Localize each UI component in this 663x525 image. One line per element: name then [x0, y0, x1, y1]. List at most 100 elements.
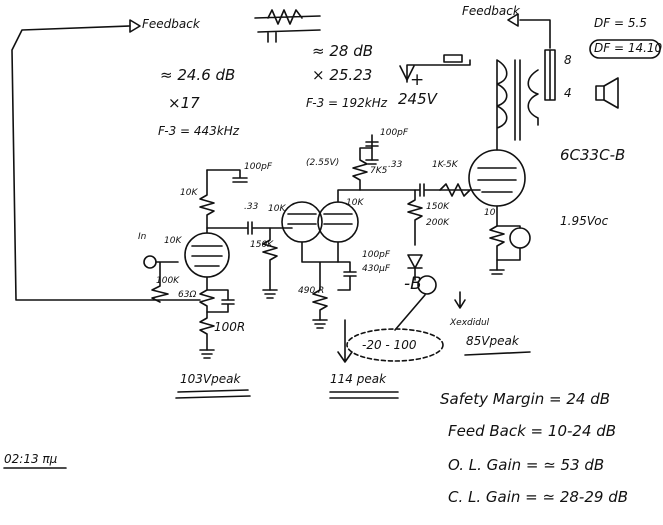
output-transformer-secondary	[527, 69, 539, 126]
feedback-wire-left	[11, 25, 201, 301]
underline-114	[329, 391, 399, 399]
feedback-wire-right	[519, 19, 551, 49]
summary-safety-margin: Safety Margin = 24 dB	[440, 390, 611, 408]
tap-8-label: 8	[564, 53, 572, 67]
v1-cathode	[199, 276, 215, 351]
feedback-left-label: Feedback	[142, 17, 200, 31]
cap-100pf-left: 100pF	[244, 162, 273, 172]
neg-range-pointer	[394, 294, 426, 331]
coupling-cap-1	[206, 221, 293, 235]
coupling-cap-2	[359, 183, 471, 197]
stage1-gain-x: ×17	[168, 94, 200, 112]
r-10k-b: 10K	[164, 236, 182, 246]
summary-feedback: Feed Back = 10-24 dB	[448, 422, 617, 440]
v2-bypass-cap	[337, 261, 357, 291]
input-label: In	[138, 232, 147, 242]
r-150k-a: 150K	[250, 240, 274, 250]
df-box-label: DF = 14.10	[594, 41, 663, 55]
v-bias: 1.95Voc	[560, 214, 609, 228]
v-114-label: 114 peak	[330, 372, 387, 386]
b-plus-arrow	[399, 65, 415, 81]
bias-meter-wires	[496, 225, 521, 261]
speaker-box	[595, 85, 605, 101]
tap-4-label: 4	[564, 86, 572, 100]
r-200k: 200K	[426, 218, 450, 228]
b-plus-voltage: 245V	[398, 90, 437, 108]
summary-open-loop-gain: O. L. Gain = ≃ 53 dB	[448, 456, 605, 474]
r-63ohm: 63Ω	[178, 290, 197, 300]
neg-range-label: -20 - 100	[362, 338, 417, 352]
input-wire	[151, 261, 179, 303]
tube-v2b	[317, 201, 359, 243]
output-transformer-primary	[496, 59, 508, 151]
cap-100pf-mid: 100pF	[362, 250, 391, 260]
tube-v1-internals	[191, 245, 223, 267]
bias-meter	[509, 227, 531, 249]
rc-symbol-top	[254, 9, 321, 43]
time-stamp: 02:13 πμ	[4, 452, 58, 466]
v2-supply-cap	[365, 134, 379, 161]
tube-v1	[184, 232, 230, 278]
grid-resistor-2	[262, 227, 278, 291]
stage2-f3: F-3 = 192kHz	[306, 96, 388, 110]
stage2-gain-db: ≈ 28 dB	[312, 42, 374, 60]
neg-b-node	[417, 275, 437, 295]
output-cathode	[489, 205, 505, 271]
c-33-a: .33	[244, 202, 259, 212]
speaker-taps	[544, 49, 556, 101]
ground-5	[489, 269, 505, 275]
tube-output-internals	[477, 167, 517, 193]
summary-closed-loop-gain: C. L. Gain = ≃ 28-29 dB	[448, 488, 628, 506]
tube-v2a	[281, 201, 323, 243]
feedback-arrow-left	[129, 19, 141, 33]
v-85-label: 85Vpeak	[466, 334, 519, 348]
df-box	[589, 39, 661, 59]
b-plus-sign: +	[410, 70, 425, 90]
v-103-label: 103Vpeak	[180, 372, 241, 386]
r-10k-c: 10K	[268, 204, 286, 214]
r-10k-a: 10K	[180, 188, 198, 198]
v1-bypass-cap	[206, 289, 235, 313]
v1-plate-load	[199, 169, 215, 234]
feedback-right-label: Feedback	[462, 4, 520, 18]
v-85-sub: Xexdidul	[450, 318, 490, 328]
tube-v2-internals	[287, 213, 353, 225]
r-10: 10	[484, 208, 496, 218]
neg-b-label: -B	[404, 274, 422, 294]
r-490r: 490 R	[298, 286, 325, 296]
v-2-55: (2.55V)	[306, 158, 340, 168]
ground-2	[262, 289, 278, 299]
neg-range-ellipse	[346, 328, 444, 362]
tube-name: 6C33C-B	[560, 146, 626, 164]
r-100k: 100K	[156, 276, 180, 286]
stage1-gain-db: ≈ 24.6 dB	[160, 66, 236, 84]
ground-v1	[199, 349, 215, 359]
grid-stopper	[439, 183, 481, 197]
r-10k-d: 10K	[346, 198, 364, 208]
feedback-arrow-right	[507, 13, 519, 27]
v2-plate-load	[337, 147, 373, 203]
r-150k-b: 150K	[426, 202, 450, 212]
ground-4	[365, 159, 379, 165]
r-7k5: 7K5	[370, 166, 388, 176]
c-430uf: 430μF	[362, 264, 391, 274]
input-jack	[143, 255, 157, 269]
cap-100pf-top: 100pF	[380, 128, 409, 138]
stage2-gain-x: × 25.23	[312, 66, 373, 84]
speaker-cone	[603, 77, 619, 109]
peak-arrow-85	[454, 291, 466, 309]
df-top-label: DF = 5.5	[594, 16, 647, 30]
v1-supply-cap	[206, 169, 248, 183]
neg-b-diode	[407, 254, 423, 281]
r-100r: 100R	[214, 320, 246, 334]
tube-output	[468, 149, 526, 207]
underline-85	[464, 351, 531, 356]
bias-resistor	[407, 189, 423, 246]
peak-arrow-114	[337, 319, 353, 363]
v2-cathode	[301, 241, 339, 321]
ground-3	[312, 319, 328, 329]
underline-103	[175, 389, 251, 399]
c-33-b: .33	[388, 160, 403, 170]
stage1-f3: F-3 = 443kHz	[158, 124, 240, 138]
